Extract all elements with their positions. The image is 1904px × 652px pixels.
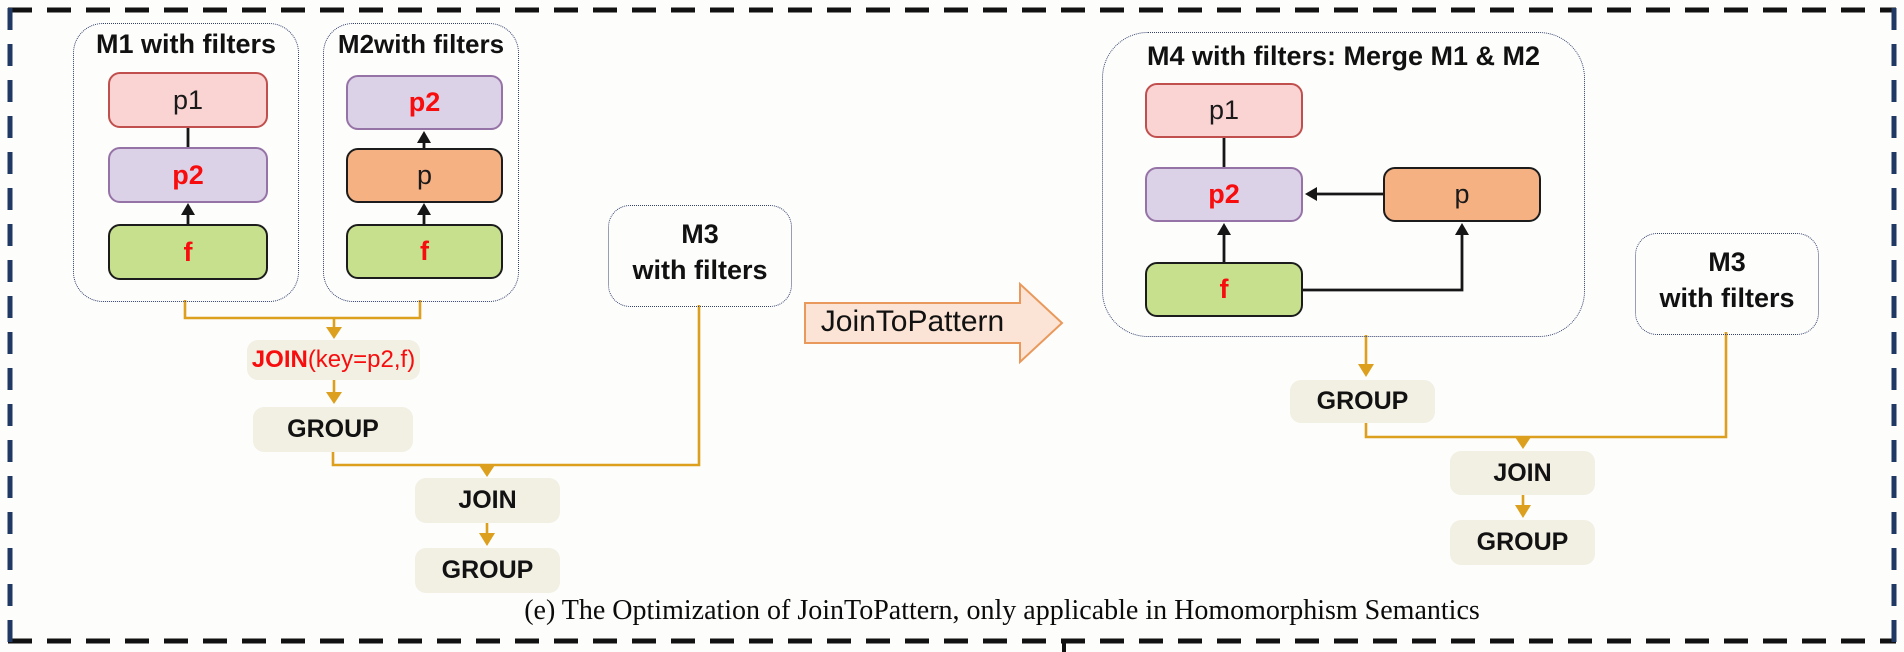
- arrowhead: [479, 533, 495, 546]
- m2-node-p: p: [346, 148, 503, 203]
- m3-left-line1: M3: [681, 219, 719, 249]
- join-box-right: JOIN: [1450, 451, 1595, 495]
- m1-node-p1: p1: [108, 72, 268, 128]
- join-label: JOIN: [1493, 458, 1552, 487]
- m1-title: M1 with filters: [95, 29, 277, 59]
- m3-right-container: M3 with filters: [1635, 233, 1819, 335]
- m2-node-p2: p2: [346, 75, 503, 130]
- m1-node-p2: p2: [108, 147, 268, 203]
- m4-node-p: p: [1383, 167, 1541, 222]
- m3-right-line2: with filters: [1659, 283, 1795, 314]
- flow-m1-m2-merge: [183, 300, 422, 320]
- m3-right-text: M3 with filters: [1636, 244, 1818, 317]
- arrowhead: [326, 392, 342, 404]
- figure-caption: (e) The Optimization of JoinToPattern, o…: [524, 595, 1480, 626]
- join-label: JOIN: [458, 486, 517, 514]
- m4-title: M4 with filters: Merge M1 & M2: [1146, 41, 1541, 71]
- flow-group-join-left: [331, 305, 701, 467]
- m4-node-f-label: f: [1219, 274, 1229, 304]
- arrowhead: [326, 327, 342, 339]
- join-key-box: JOIN(key=p2,f): [247, 340, 420, 380]
- m4-node-p1: p1: [1145, 83, 1303, 138]
- join-to-pattern-label: JoinToPattern: [820, 305, 1005, 338]
- m3-left-line2: with filters: [632, 255, 768, 286]
- group-label: GROUP: [441, 556, 534, 584]
- arrowhead: [1455, 223, 1469, 235]
- arrowhead: [1515, 437, 1531, 449]
- m1-node-p1-label: p1: [172, 84, 204, 115]
- m4-node-p-label: p: [1454, 179, 1470, 209]
- arrowhead: [417, 131, 431, 143]
- join-key-args: (key=p2,f): [307, 346, 416, 373]
- m2-node-p-label: p: [416, 160, 433, 190]
- group-box-right-2: GROUP: [1450, 520, 1595, 565]
- m1-node-f: f: [108, 224, 268, 280]
- m1-container: M1 with filters: [73, 23, 299, 302]
- m4-container: M4 with filters: Merge M1 & M2: [1102, 32, 1585, 337]
- m4-node-p2: p2: [1145, 167, 1303, 222]
- group-label: GROUP: [1316, 387, 1409, 415]
- m2-title: M2with filters: [337, 29, 505, 59]
- arrowhead: [181, 203, 195, 215]
- m1-node-f-label: f: [183, 236, 193, 267]
- join-box-left: JOIN: [415, 478, 560, 523]
- arrowhead: [1217, 223, 1231, 235]
- m2-node-p2-label: p2: [408, 87, 441, 117]
- group-label: GROUP: [287, 415, 379, 443]
- arrowhead: [1358, 364, 1374, 377]
- m2-node-f-label: f: [420, 236, 429, 266]
- m3-right-line1: M3: [1708, 247, 1746, 277]
- group-box-left-1: GROUP: [253, 407, 413, 452]
- join-to-pattern-arrow: [804, 281, 1064, 365]
- arrowhead: [479, 465, 495, 477]
- m4-node-f: f: [1145, 262, 1303, 317]
- m2-node-f: f: [346, 224, 503, 279]
- m3-left-container: M3 with filters: [608, 205, 792, 307]
- m4-node-p1-label: p1: [1208, 95, 1240, 125]
- group-label: GROUP: [1476, 528, 1569, 556]
- flow-group-join-right: [1364, 332, 1728, 439]
- arrowhead: [1305, 187, 1317, 201]
- m1-node-p2-label: p2: [172, 159, 204, 190]
- m3-left-text: M3 with filters: [609, 216, 791, 289]
- group-box-right-1: GROUP: [1290, 380, 1435, 423]
- arrowhead: [1515, 505, 1531, 518]
- m4-node-p2-label: p2: [1208, 179, 1240, 209]
- edge-f-p-m4: [1303, 234, 1464, 292]
- m2-container: M2with filters: [323, 23, 519, 302]
- group-box-left-2: GROUP: [415, 548, 560, 593]
- join-key-op: JOIN: [251, 346, 308, 373]
- arrowhead: [417, 203, 431, 215]
